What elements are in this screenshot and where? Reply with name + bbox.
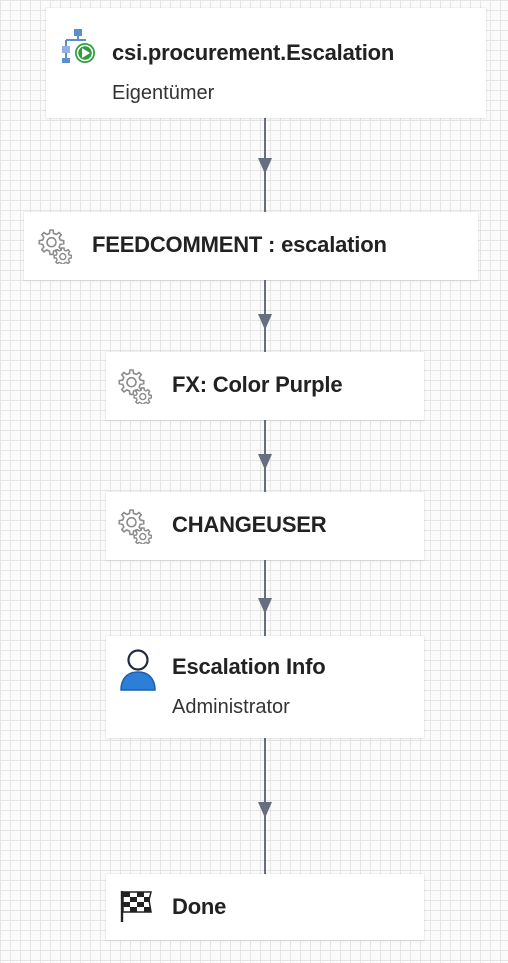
node-title: CHANGEUSER [172, 512, 327, 537]
checkered-flag-icon [120, 891, 152, 922]
script-node-changeuser[interactable]: CHANGEUSER [106, 492, 424, 560]
workflow-start-node[interactable]: csi.procurement.Escalation Eigentümer [46, 8, 486, 118]
connector-changeuser-info [258, 560, 272, 636]
node-title: Escalation Info [172, 654, 326, 679]
workflow-start-icon [62, 29, 95, 63]
connector-start-feed [258, 118, 272, 212]
node-title: FEEDCOMMENT : escalation [92, 232, 387, 257]
user-task-node-escalation-info[interactable]: Escalation Info Administrator [106, 636, 424, 738]
gears-icon [38, 229, 72, 264]
node-subtitle: Administrator [172, 696, 290, 718]
node-title: FX: Color Purple [172, 372, 343, 397]
connector-fx-changeuser [258, 420, 272, 492]
end-node-done[interactable]: Done [106, 874, 424, 940]
node-title: Done [172, 894, 227, 919]
script-node-feedcomment[interactable]: FEEDCOMMENT : escalation [24, 212, 478, 280]
connector-info-done [258, 738, 272, 874]
user-icon [120, 649, 156, 691]
script-node-fx[interactable]: FX: Color Purple [106, 352, 424, 420]
node-subtitle: Eigentümer [112, 82, 215, 104]
node-title: csi.procurement.Escalation [112, 40, 395, 65]
gears-icon [118, 369, 152, 404]
connector-feed-fx [258, 280, 272, 352]
gears-icon [118, 509, 152, 544]
